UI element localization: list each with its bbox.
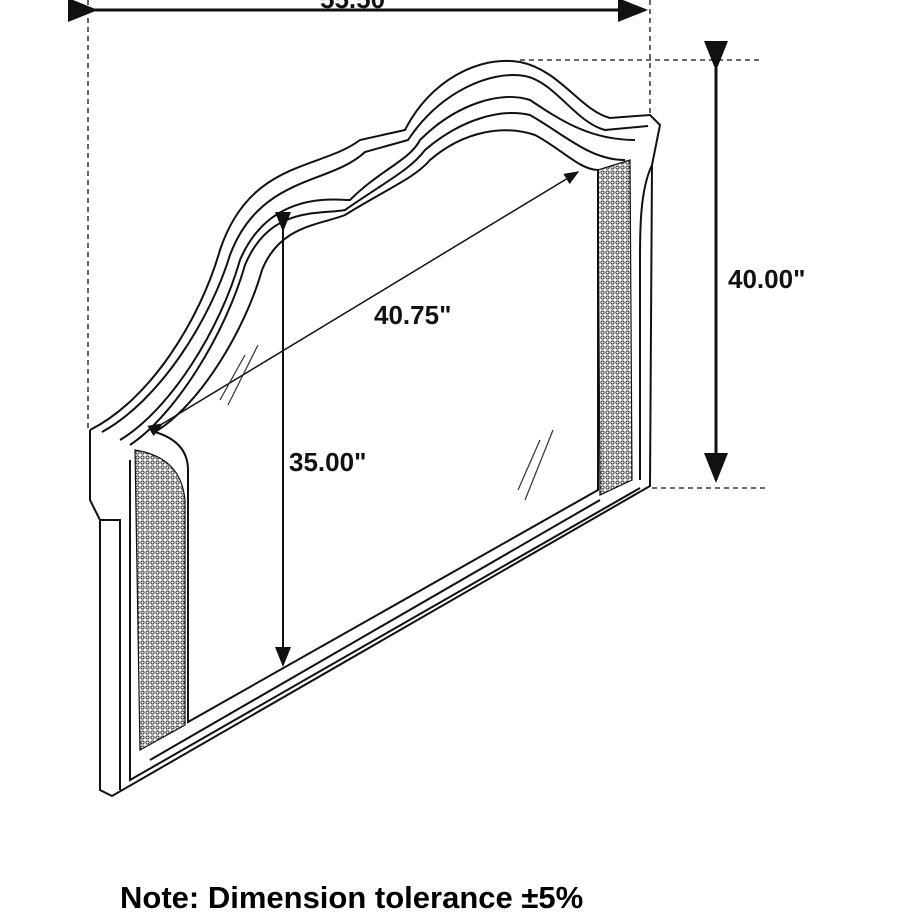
width-label: 55.50" — [320, 0, 397, 15]
cane-panels — [134, 159, 633, 752]
dimension-lines — [68, 0, 765, 667]
height-label: 40.00" — [728, 264, 806, 294]
glass-diagonal-line — [147, 171, 580, 437]
glass-reflection-marks — [219, 344, 554, 501]
tolerance-note: Note: Dimension tolerance ±5% — [120, 880, 584, 915]
glass-diagonal-label: 40.75" — [374, 300, 452, 330]
glass-height-label: 35.00" — [289, 447, 367, 477]
